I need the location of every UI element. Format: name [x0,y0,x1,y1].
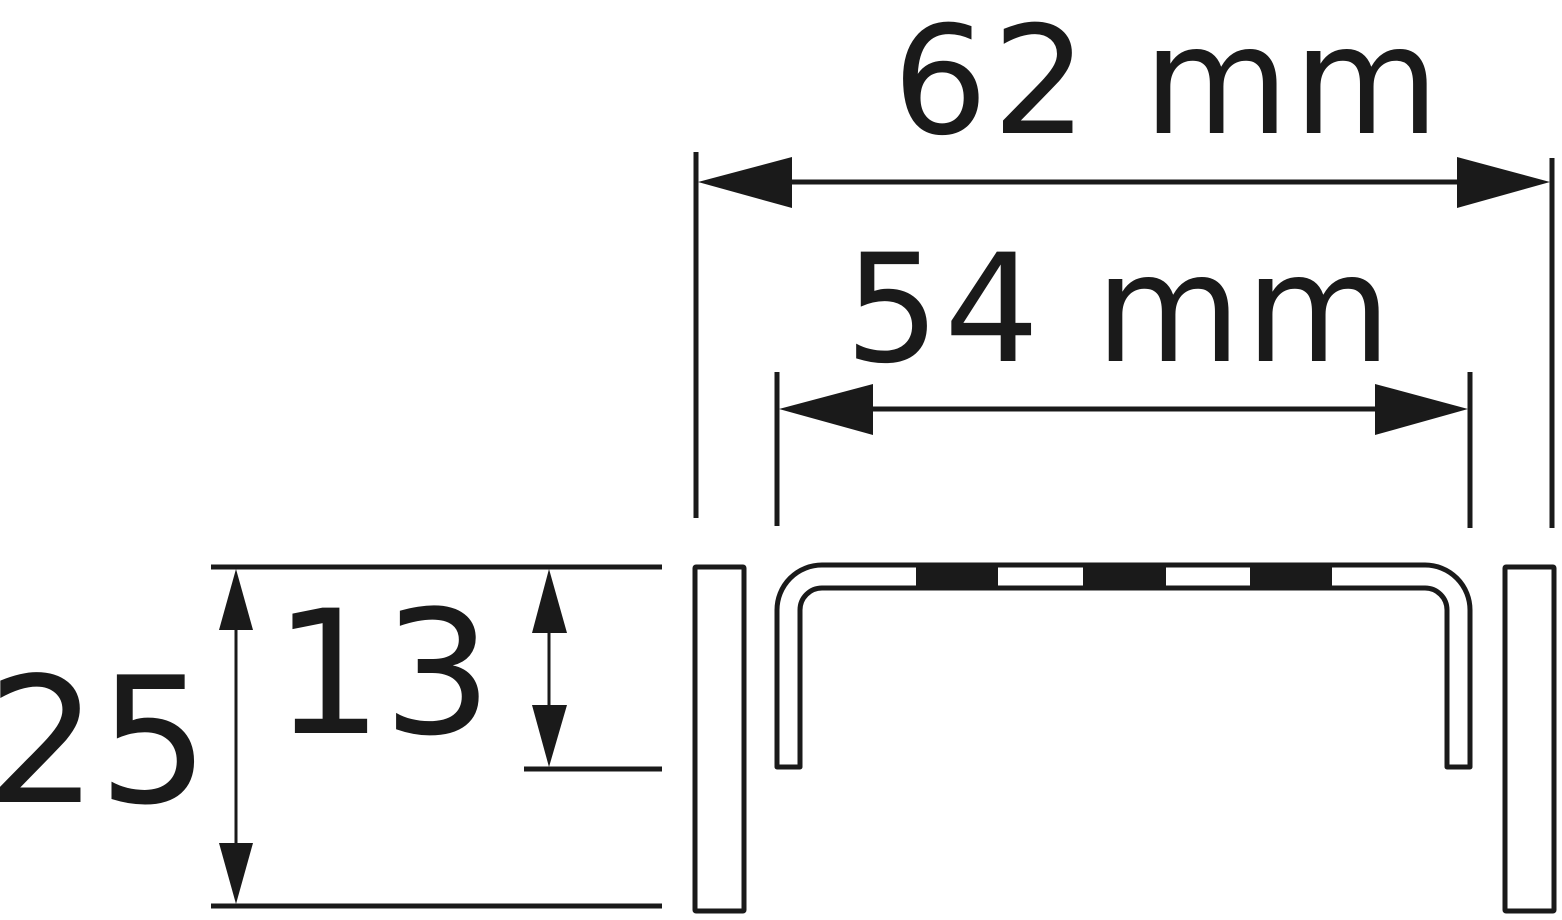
u-clip-profile [774,562,1473,770]
arrowhead-62-right [1457,157,1550,208]
label-54mm: 54 mm [845,223,1396,397]
clip-top-fill-segments [916,565,1332,588]
left-side-panel [692,564,747,914]
arrowhead-54-right [1375,384,1468,435]
arrowhead-13-bottom [532,705,567,767]
arrowhead-13-top [532,569,567,633]
arrowhead-25-top [219,569,253,630]
arrowhead-62-left [698,157,792,208]
label-62mm: 62 mm [893,0,1444,169]
right-side-panel [1502,564,1557,914]
arrowhead-25-bottom [219,843,253,904]
arrowhead-54-left [779,384,873,435]
label-25: 25 [0,641,209,844]
label-13: 13 [274,573,493,774]
